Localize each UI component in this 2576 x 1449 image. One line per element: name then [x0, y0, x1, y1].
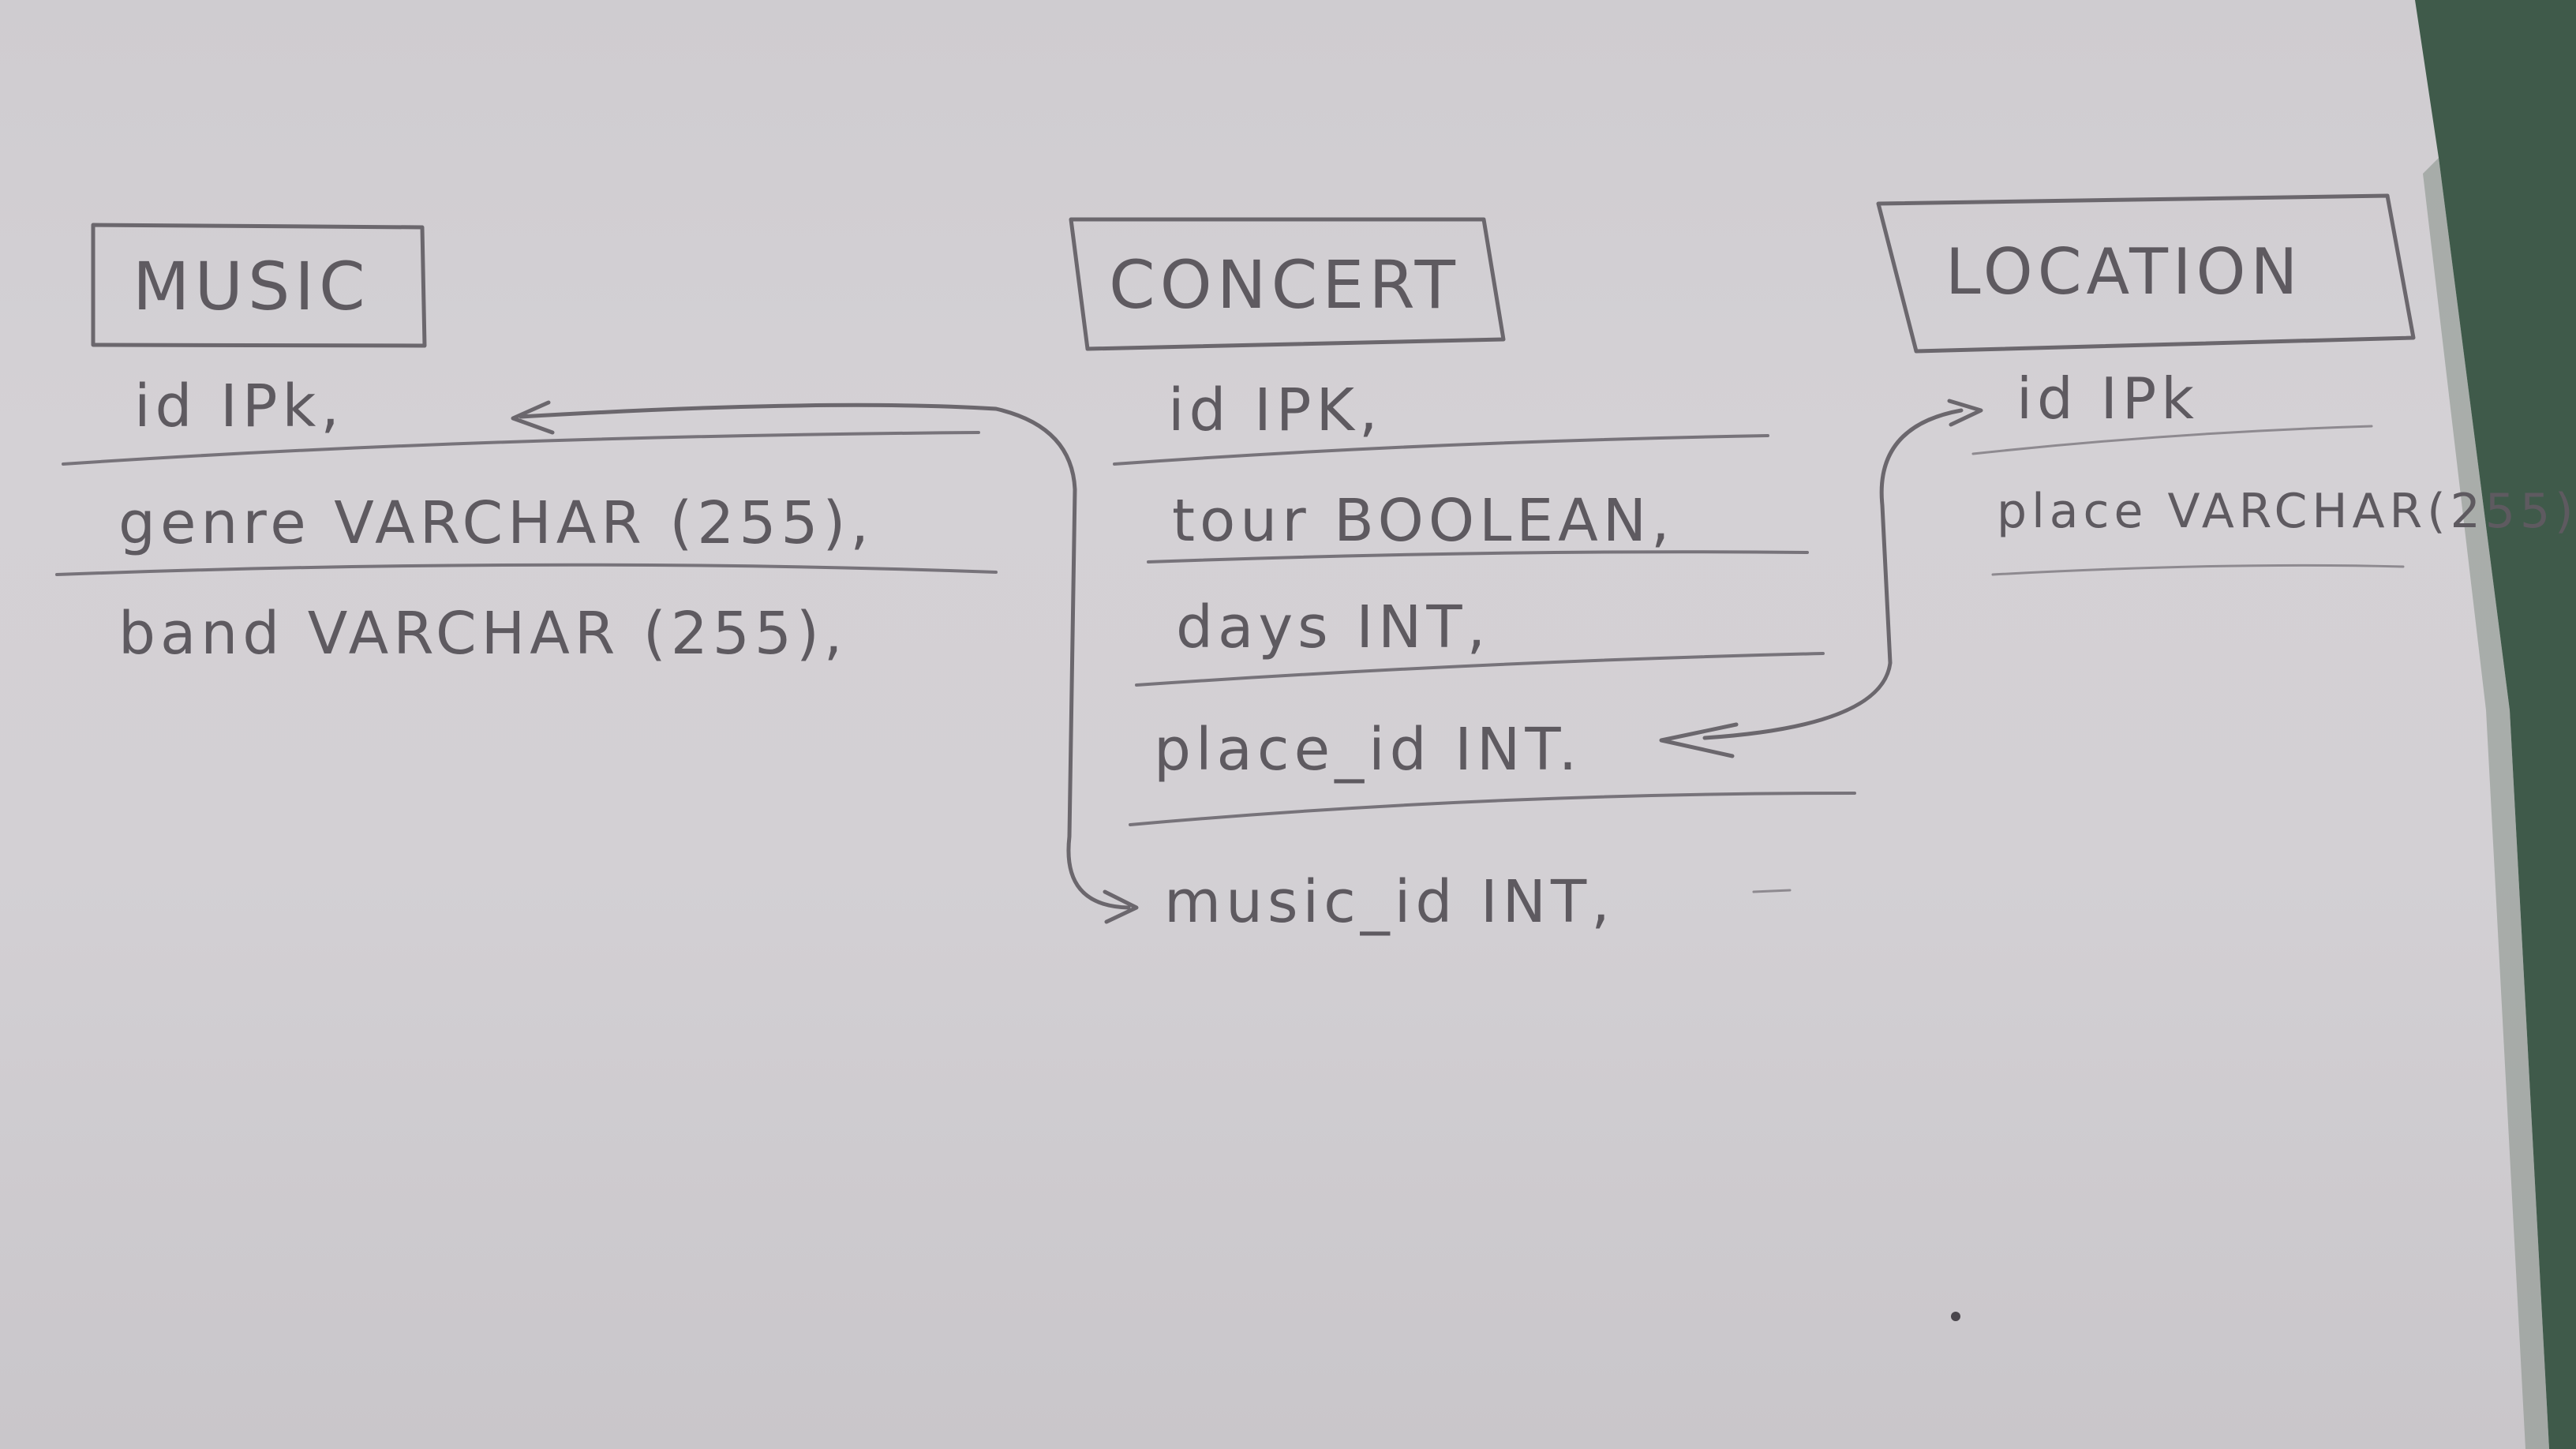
location-id-arrowhead [1947, 399, 1983, 427]
table-music: MUSIC id IPk, genre VARCHAR (255), band … [55, 223, 998, 668]
location-row-divider-2 [1991, 564, 2405, 576]
concert-title-box [1069, 217, 1506, 351]
music-title-box [91, 223, 427, 348]
music-row-divider-2 [55, 563, 998, 576]
table-location: LOCATION id IPk place VARCHAR(255) [1876, 193, 2576, 576]
table-concert: CONCERT id IPK, tour BOOLEAN, days INT, … [1069, 217, 1856, 936]
concert-row-divider-2 [1147, 550, 1809, 564]
location-title: LOCATION [1945, 235, 2302, 309]
location-title-box [1876, 193, 2416, 354]
music-id-arrowhead [511, 400, 555, 435]
concert-title: CONCERT [1109, 246, 1460, 324]
location-row-divider-1 [1971, 425, 2373, 455]
music-field-id: id IPk, [134, 373, 344, 440]
concert-field-music-id: music_id INT, [1164, 868, 1615, 936]
concert-field-place-id: place_id INT. [1154, 716, 1582, 784]
concert-field-tour: tour BOOLEAN, [1172, 487, 1675, 555]
relation-place-id [1659, 399, 1983, 758]
concert-row-divider-4 [1129, 792, 1856, 826]
music-id-start-arrowhead [1103, 889, 1139, 924]
place-relation-line [1702, 408, 1964, 740]
concert-row-divider-3 [1135, 652, 1825, 687]
music-title: MUSIC [133, 248, 370, 325]
music-field-genre: genre VARCHAR (255), [118, 489, 874, 557]
music-relation-line [519, 402, 1131, 910]
relation-music-id [511, 400, 1139, 924]
concert-field-days: days INT, [1176, 593, 1490, 661]
location-field-place: place VARCHAR(255) [1997, 484, 2576, 539]
place-id-arrowhead [1659, 722, 1739, 758]
location-field-id: id IPk [2016, 365, 2199, 432]
stray-mark [1752, 889, 1792, 893]
concert-row-divider-1 [1113, 434, 1769, 466]
music-field-band: band VARCHAR (255), [118, 600, 847, 668]
pencil-dot [1951, 1312, 1960, 1321]
music-row-divider-1 [62, 431, 980, 466]
concert-field-id: id IPK, [1168, 376, 1383, 444]
